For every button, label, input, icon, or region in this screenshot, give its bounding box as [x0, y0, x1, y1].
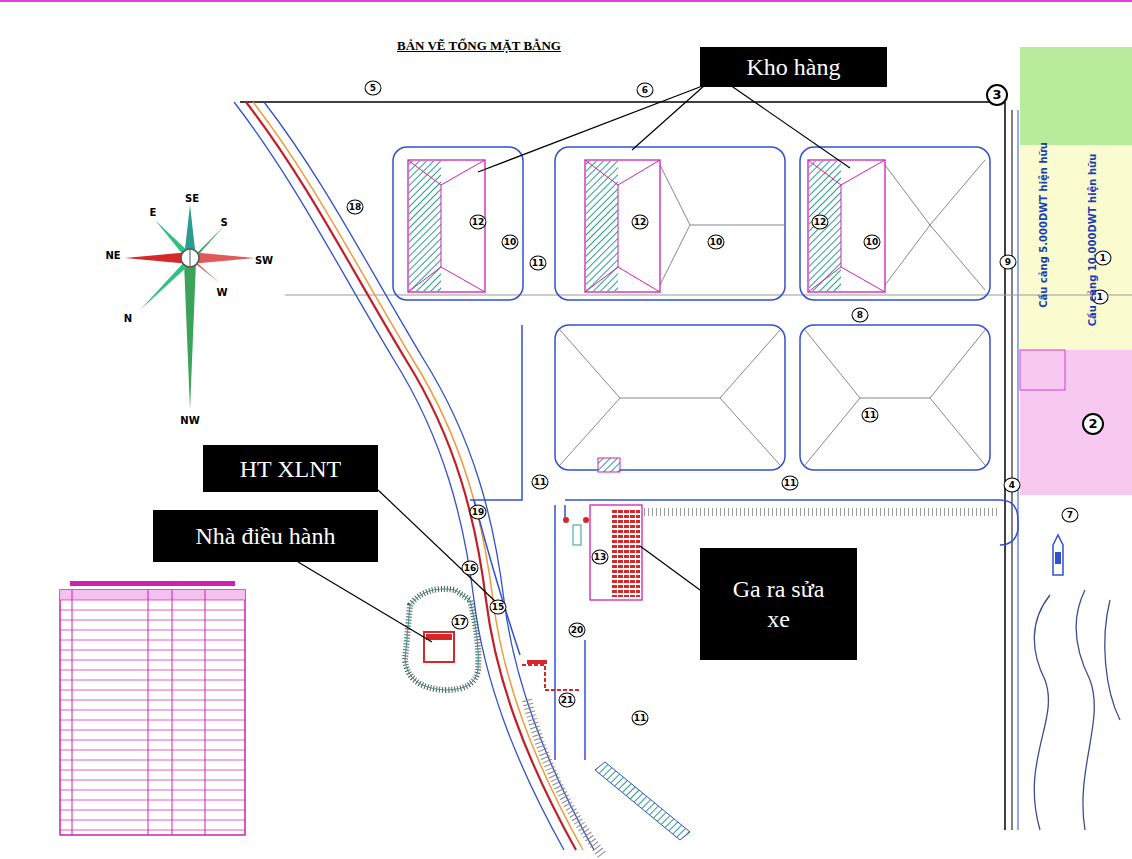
callout-number: 3: [986, 84, 1008, 106]
callout-number: 19: [470, 505, 487, 520]
callout-number: 11: [532, 475, 549, 490]
compass-letter: E: [150, 207, 157, 218]
dock-band: [1020, 145, 1132, 350]
compass-letter: SE: [185, 193, 199, 204]
callout-number: 12: [632, 215, 649, 230]
callout-number: 21: [559, 693, 576, 708]
pipe-line: [522, 665, 580, 690]
access-road: [234, 102, 602, 855]
compass-letter: NE: [105, 250, 120, 261]
callout-number: 12: [812, 215, 829, 230]
plan-title: BẢN VẼ TỔNG MẶT BẰNG: [397, 38, 561, 54]
axis-line: [285, 294, 1132, 295]
slope: [595, 762, 690, 840]
warehouse: [408, 160, 885, 292]
callout-number: 8: [852, 308, 869, 323]
callout-number: 12: [470, 215, 487, 230]
callout-number: 9: [1000, 255, 1017, 270]
compass-rose: [125, 205, 255, 410]
boat: [1053, 535, 1063, 575]
garage-hatch: [612, 508, 640, 597]
compass-letter: S: [220, 217, 227, 228]
frame-line: [0, 0, 1132, 2]
water-wave: [1034, 590, 1120, 830]
dock-label: Cầu cảng 5.000DWT hiện hữu: [1038, 142, 1049, 308]
small-building: [598, 458, 620, 472]
callout-text: HT XLNT: [240, 454, 342, 484]
callout-number: 7: [1062, 508, 1079, 523]
house-yard: [405, 589, 478, 690]
callout-number: 18: [347, 200, 364, 215]
inner-road: [470, 325, 1018, 760]
callout-box: HT XLNT: [203, 445, 378, 492]
callout-number: 15: [490, 600, 507, 615]
site-block: [393, 147, 990, 470]
callout-number: 2: [1082, 413, 1104, 435]
berth-line: [640, 508, 1000, 516]
callout-number: 17: [452, 615, 469, 630]
garage: [590, 505, 642, 600]
dock-label: Cầu cảng 10.000DWT hiện hữu: [1087, 154, 1098, 327]
table-row: [60, 600, 245, 830]
callout-number: 5: [365, 81, 382, 96]
callout-number: 16: [462, 561, 479, 576]
house: [424, 632, 454, 662]
boat-cabin: [1055, 552, 1061, 564]
callout-text: Ga ra sửa xe: [719, 574, 839, 634]
legend-table: [60, 581, 245, 835]
green-band: [1020, 47, 1132, 145]
compass-letter: W: [216, 287, 227, 298]
callout-box: Kho hàng: [700, 47, 887, 87]
callout-number: 10: [708, 235, 725, 250]
callout-number: 10: [502, 235, 519, 250]
hydrant: [583, 517, 589, 523]
callout-number: 6: [637, 83, 654, 98]
house-yard: [405, 589, 478, 690]
callout-number: 11: [862, 408, 879, 423]
callout-box: Ga ra sửa xe: [700, 548, 857, 660]
shed: [573, 525, 581, 545]
callout-number: 20: [569, 623, 586, 638]
roof-lines: [560, 160, 985, 465]
callout-number: 10: [864, 235, 881, 250]
callout-number: 4: [1004, 478, 1021, 493]
house-roof: [426, 634, 452, 640]
callout-number: 11: [632, 711, 649, 726]
dock-outline: [1020, 350, 1065, 390]
callout-number: 13: [592, 550, 609, 565]
hydrant: [563, 517, 569, 523]
callout-number: 11: [782, 476, 799, 491]
gate: [527, 660, 547, 664]
compass-letter: NW: [180, 415, 199, 426]
compass-letter: SW: [255, 255, 273, 266]
callout-text: Nhà điều hành: [196, 521, 336, 551]
callout-text: Kho hàng: [747, 52, 841, 82]
compass-letter: N: [124, 313, 132, 324]
callout-box: Nhà điều hành: [153, 510, 378, 562]
dock-band: [1020, 350, 1132, 495]
callout-number: 11: [530, 256, 547, 271]
